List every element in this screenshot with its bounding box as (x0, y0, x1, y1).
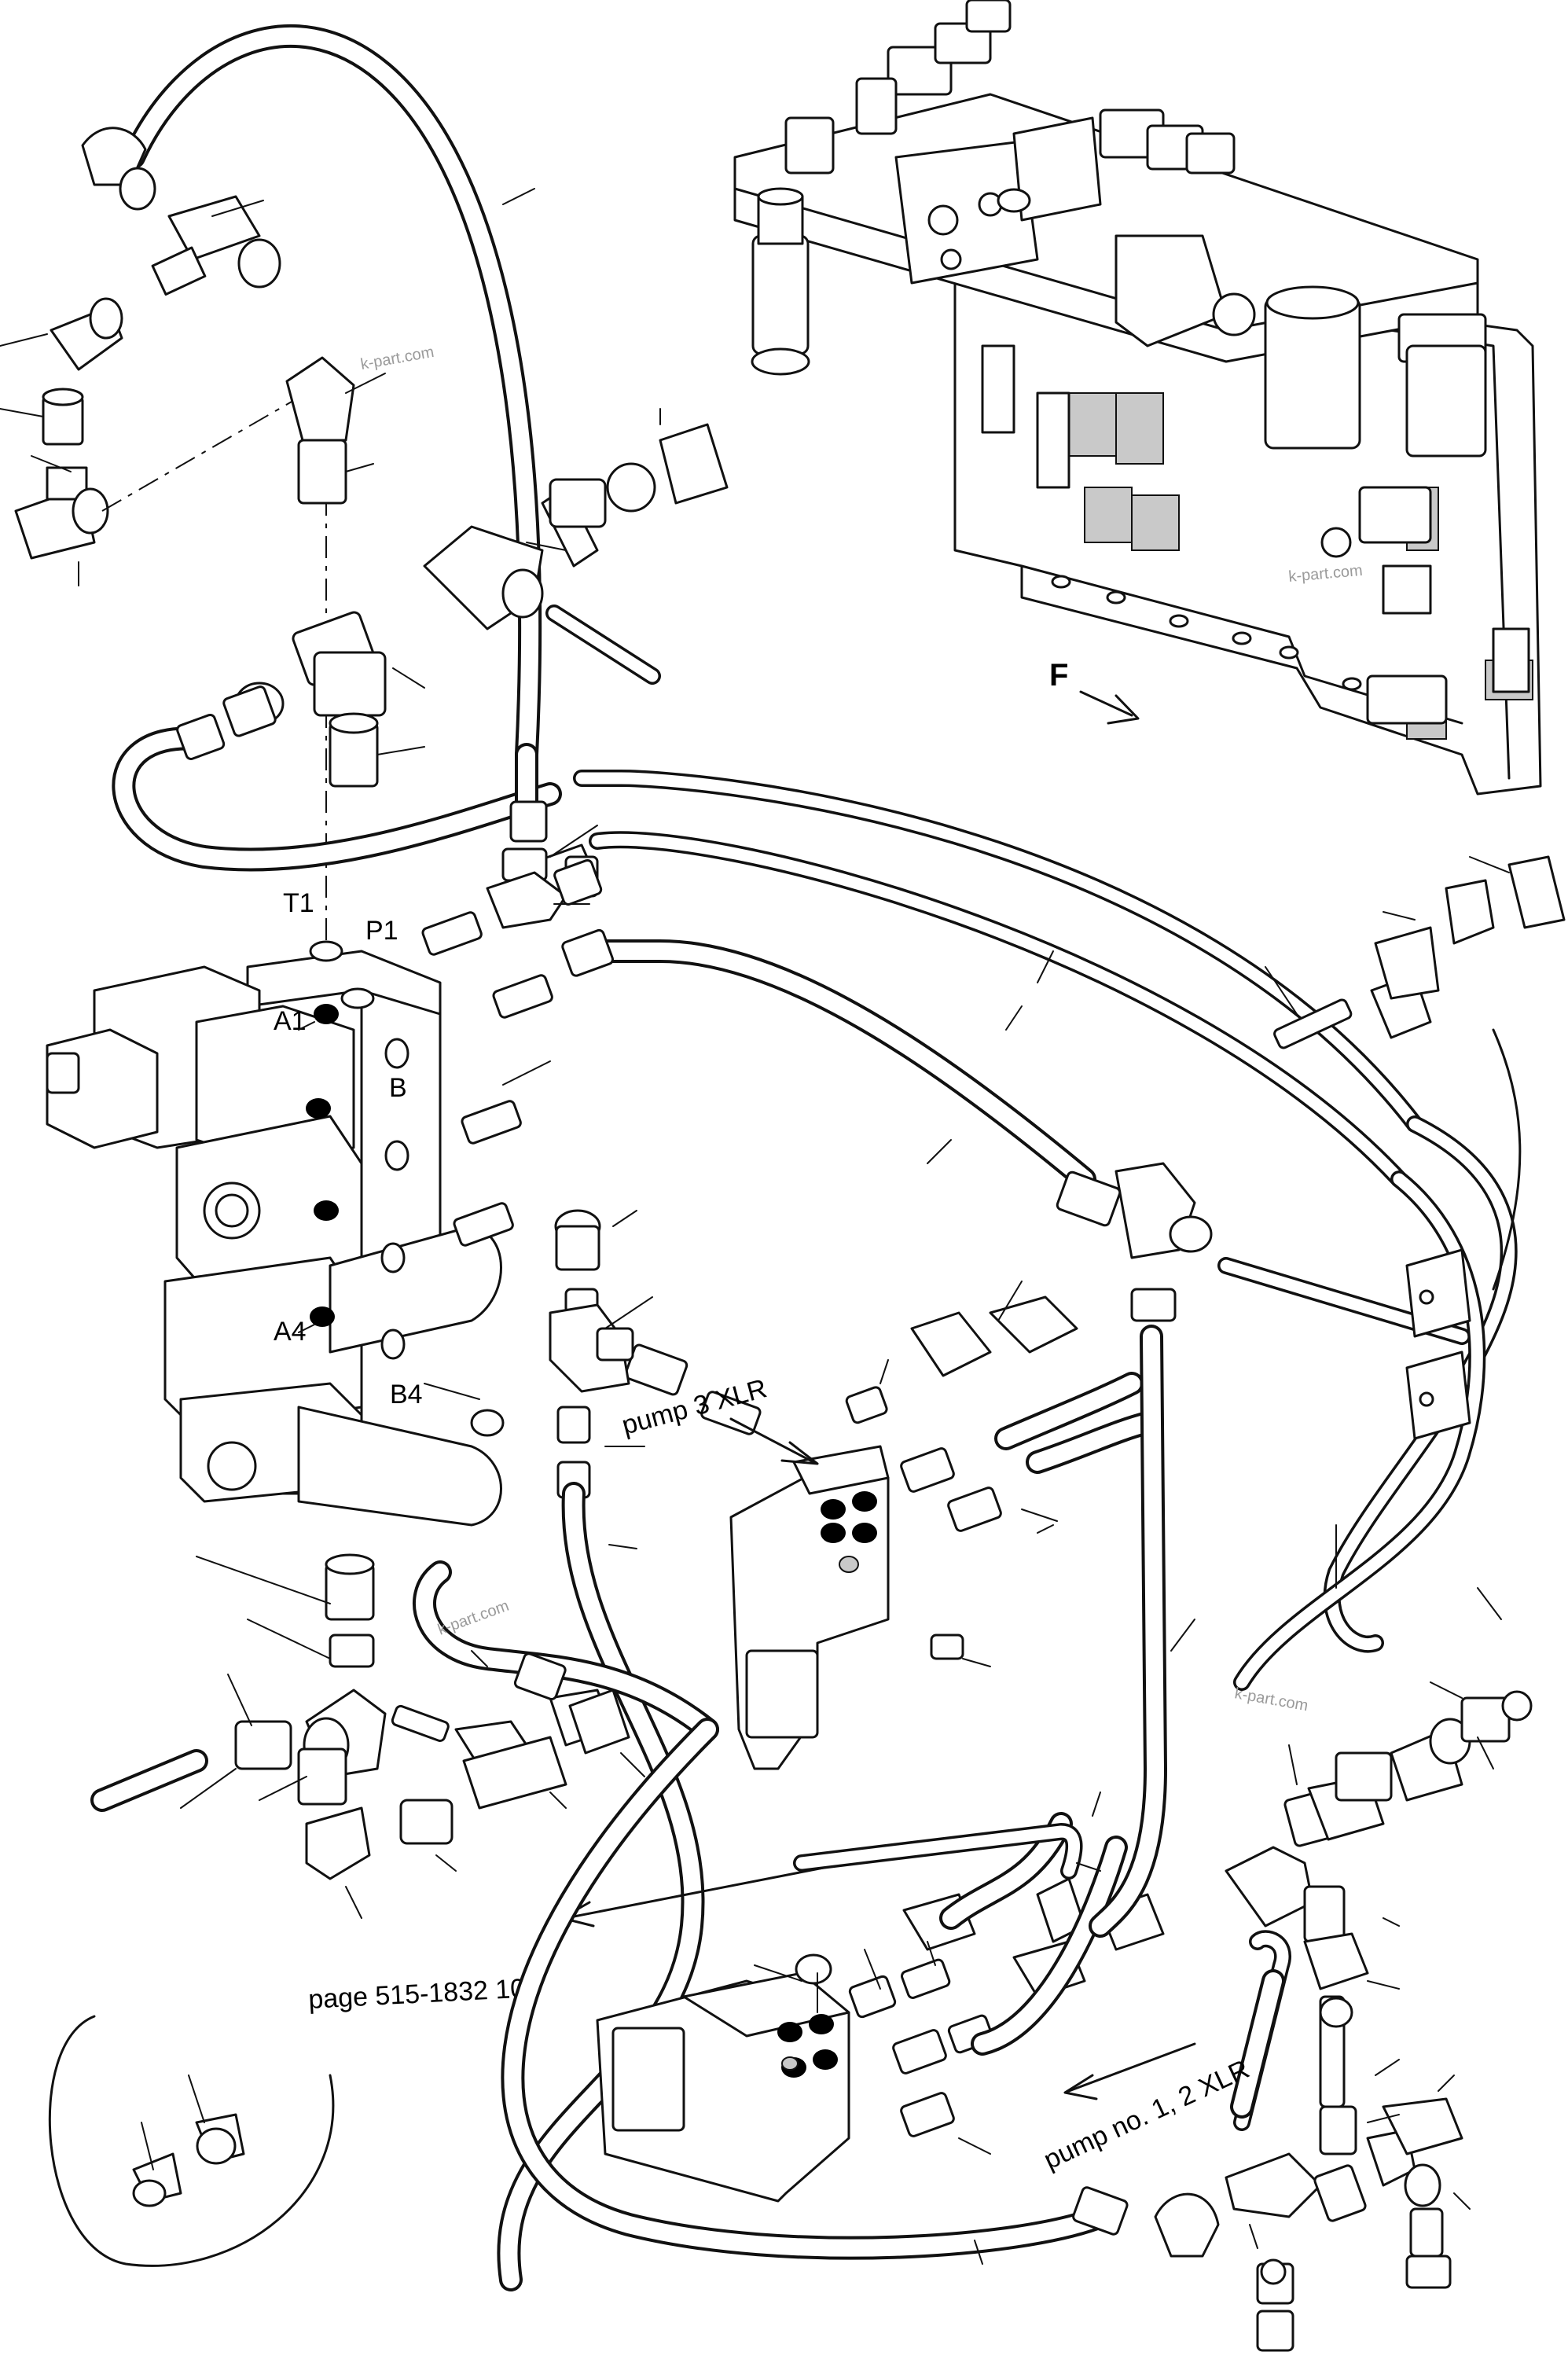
vertical-hose-right (1056, 1162, 1213, 1938)
page-ref-label: page 515-1832 106 (307, 1973, 541, 2015)
filter-housing (751, 187, 810, 376)
watermark-4: k-part.com (1233, 1685, 1309, 1714)
right-pipe-run (1233, 855, 1566, 1691)
hose-vertical-center (486, 743, 599, 929)
pump12-valve-block (596, 1792, 1165, 2203)
long-hose-top (122, 24, 542, 766)
long-hoses-right (553, 770, 1471, 1345)
plate-bolt-holes (1051, 575, 1417, 707)
port-label-p1: P1 (365, 916, 398, 946)
pump12-label: pump no. 1, 2 XLR (1039, 2054, 1254, 2175)
port-label-a1: A1 (274, 1006, 307, 1036)
watermark-3: k-part.com (435, 1597, 511, 1639)
hose-loop-lower (413, 1560, 719, 1777)
port-label-b: B (389, 1073, 407, 1103)
pump12-fittings (1225, 1681, 1533, 2352)
pump12-callout: pump no. 1, 2 XLR (1039, 2042, 1254, 2175)
top-left-fittings (0, 127, 386, 1093)
center-tee-fittings (234, 408, 729, 788)
lower-left-fittings (90, 1553, 615, 1919)
direction-label: F (1049, 658, 1068, 693)
left-valve-bank: T1 P1 A1 B A4 B4 (46, 888, 502, 1527)
valve-ports (306, 940, 409, 1360)
port-label-b4: B4 (390, 1380, 423, 1409)
direction-indicator: F (1049, 658, 1140, 725)
main-valve-plate-assembly (733, 0, 1542, 796)
port-label-t1: T1 (283, 888, 314, 918)
hose-loop-bottom (501, 1718, 1220, 2265)
detail-circle (48, 2015, 335, 2267)
pump3-valve-block (729, 1445, 991, 1770)
top-solenoids (784, 0, 1236, 175)
pipe-clamps (1370, 855, 1566, 1440)
watermark-1: k-part.com (359, 344, 435, 373)
hose-loop-left (112, 685, 562, 872)
